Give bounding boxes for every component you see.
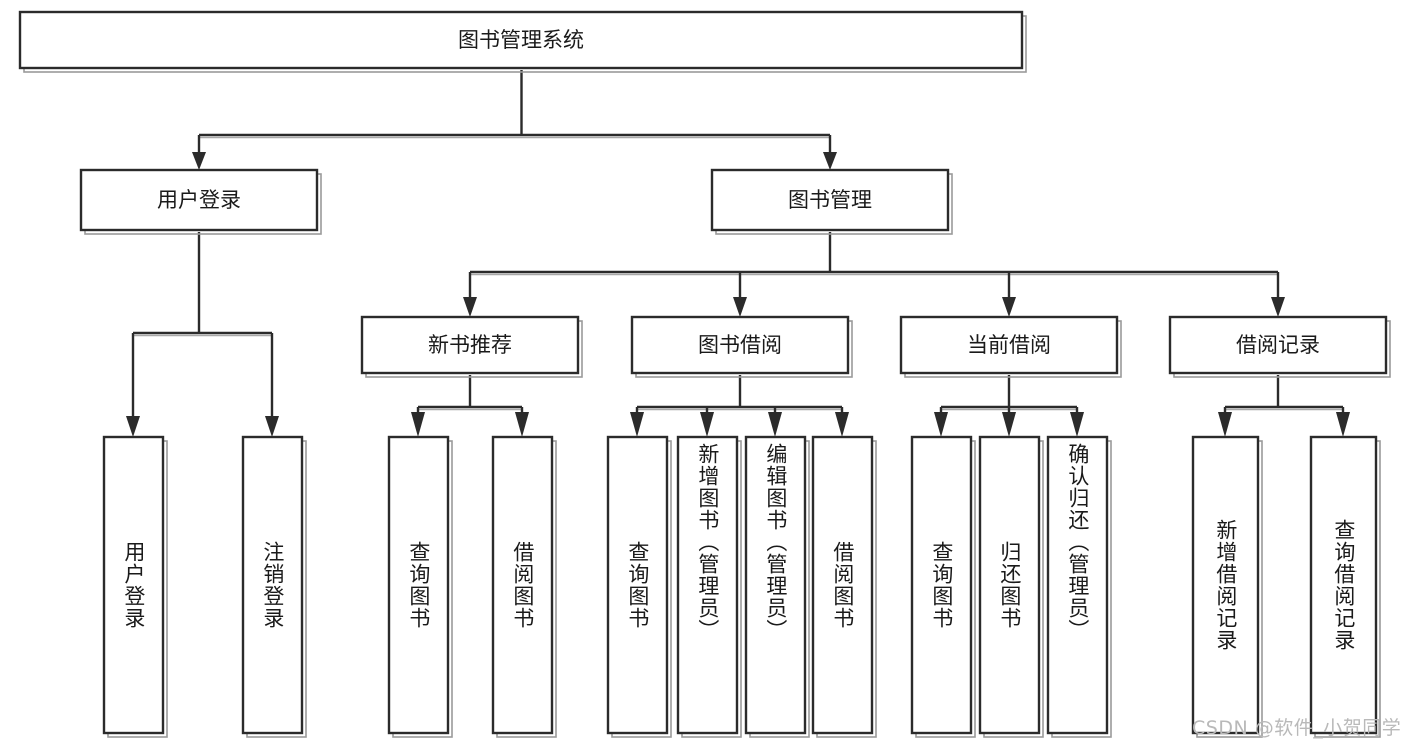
node-leaf-query-book-1[interactable] [387,435,450,735]
node-book-borrow-label: 图书借阅 [698,333,782,357]
node-user-login[interactable] [79,168,319,232]
node-book-management[interactable] [710,168,950,232]
arrow-head-leaf-logout-login [265,416,279,437]
node-leaf-return-book[interactable] [978,435,1041,735]
node-current-borrow[interactable] [899,315,1119,375]
arrow-head-leaf-user-login [126,416,140,437]
node-leaf-user-login[interactable] [102,435,165,735]
arrow-head-current-borrow [1002,297,1016,317]
node-book-borrow[interactable] [630,315,850,375]
node-borrow-record[interactable] [1168,315,1388,375]
arrow-head-book-management [823,152,837,170]
arrow-head-leaf-query-book-1 [411,412,425,437]
arrow-head-leaf-confirm-return [1070,412,1084,437]
node-borrow-record-label: 借阅记录 [1236,333,1320,357]
arrow-head-leaf-query-book-3 [934,412,948,437]
node-leaf-borrow-book-1[interactable] [491,435,554,735]
arrow-head-leaf-add-book [700,412,714,437]
node-leaf-confirm-return[interactable] [1046,435,1109,735]
node-new-book-recommend[interactable] [360,315,580,375]
node-layer: 图书管理系统 用户登录 图书管理 新书推荐 图书借阅 当前借阅 借阅记录 [18,10,1391,738]
arrow-head-leaf-query-book-2 [630,412,644,437]
connector-layer [126,70,1350,437]
node-leaf-borrow-book-2[interactable] [811,435,874,735]
arrow-head-leaf-query-record [1336,412,1350,437]
node-new-book-recommend-label: 新书推荐 [428,333,512,357]
node-leaf-query-record[interactable] [1309,435,1378,735]
arrow-head-leaf-borrow-book-1 [515,412,529,437]
node-root-system-label: 图书管理系统 [458,28,584,52]
node-leaf-logout-login[interactable] [241,435,304,735]
arrow-head-book-borrow [733,297,747,317]
arrow-head-leaf-add-record [1218,412,1232,437]
arrow-head-borrow-record [1271,297,1285,317]
node-current-borrow-label: 当前借阅 [967,333,1051,357]
arrow-head-user-login [192,152,206,170]
node-leaf-add-record[interactable] [1191,435,1260,735]
arrow-head-leaf-edit-book [768,412,782,437]
arrow-head-leaf-return-book [1002,412,1016,437]
node-book-management-label: 图书管理 [788,188,872,212]
arrow-head-new-book-recommend [463,297,477,317]
node-leaf-query-book-2[interactable] [606,435,669,735]
node-leaf-query-book-3[interactable] [910,435,973,735]
node-user-login-label: 用户登录 [157,188,241,212]
node-leaf-add-book[interactable] [676,435,739,735]
csdn-watermark: CSDN @软件_小贺同学 [1192,717,1402,739]
arrow-head-leaf-borrow-book-2 [835,412,849,437]
node-root-system[interactable] [18,10,1024,70]
node-leaf-edit-book[interactable] [744,435,807,735]
